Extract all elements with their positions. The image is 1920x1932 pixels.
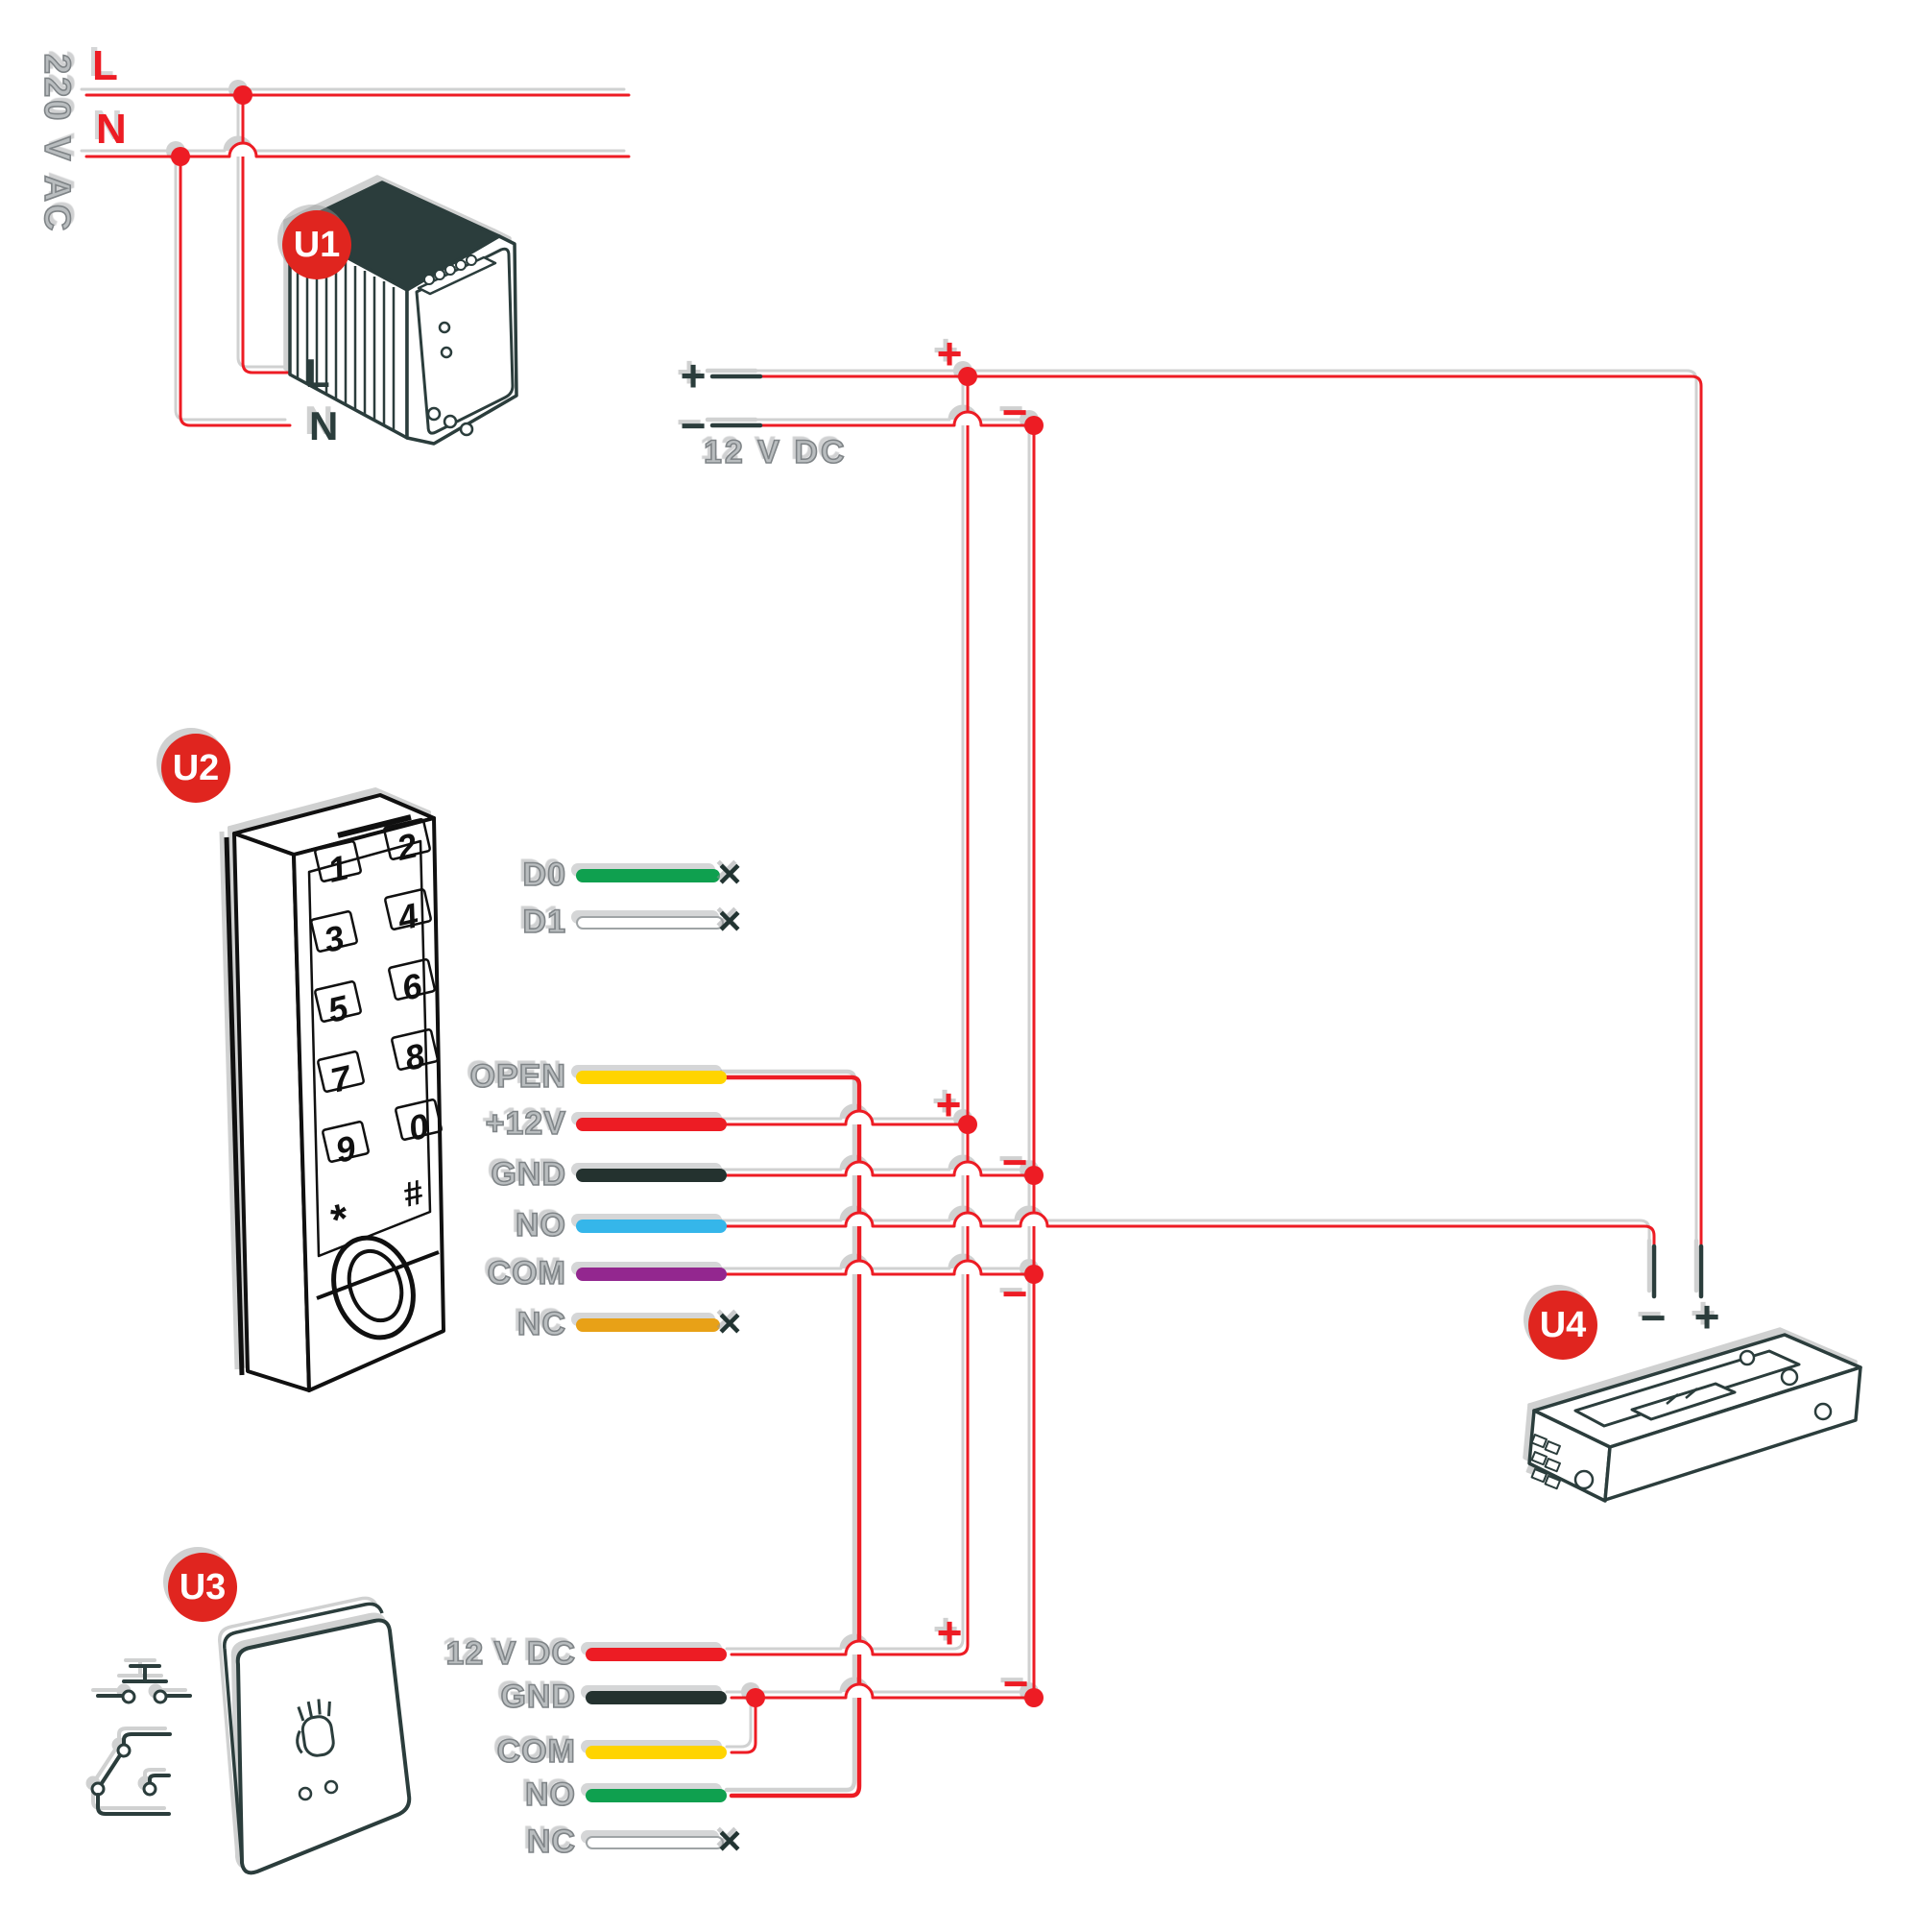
hand-icon — [296, 1699, 335, 1757]
plus-rail-top — [758, 374, 1703, 1248]
psu-terminal-screws — [423, 254, 477, 285]
not-connected-icon: × — [717, 851, 742, 897]
wire-hops — [228, 141, 1049, 1699]
psu-led-2 — [440, 346, 453, 359]
mains-voltage-label: 220 V AC — [36, 53, 78, 234]
psu-led-1 — [438, 321, 451, 334]
wire-label: NC — [516, 1305, 566, 1343]
not-connected-icon: × — [717, 898, 742, 944]
component-badge-u4: U4 — [1528, 1291, 1597, 1360]
wire-pigtail — [576, 1318, 720, 1332]
wire-pigtail — [576, 1118, 727, 1131]
keypad-slot — [337, 814, 412, 838]
wire-label: NO — [524, 1775, 576, 1814]
wire-label: NO — [515, 1206, 566, 1244]
not-connected-icon: × — [717, 1300, 742, 1346]
wire-label: GND — [500, 1678, 576, 1716]
component-badge-u2: U2 — [161, 734, 230, 803]
wire-pigtail — [586, 1836, 724, 1849]
wire-label: 12 V DC — [445, 1634, 576, 1673]
keypad-no-line — [725, 1224, 1656, 1248]
wire-label: NC — [526, 1823, 576, 1861]
changeover-switch-symbol — [90, 1732, 172, 1816]
polarity-mark: − — [1002, 1658, 1029, 1708]
dark-wire-stubs — [709, 374, 1704, 1299]
exit-com-riser — [730, 1696, 757, 1754]
polarity-mark: − — [1001, 1268, 1028, 1318]
polarity-mark: + — [1693, 1292, 1720, 1341]
wire-label: +12V — [485, 1104, 566, 1143]
minus-rail-top — [758, 423, 1036, 1699]
exit-button-illustration — [223, 1602, 412, 1875]
psu-terminal-n-label: N — [309, 403, 338, 448]
psu-terminal-l-label: L — [305, 350, 330, 396]
psu-output-screws — [426, 406, 474, 437]
wire-label: GND — [491, 1155, 566, 1194]
wire-pigtail — [576, 1268, 727, 1281]
plus-rail-vert — [730, 374, 970, 1656]
mains-n-label: N — [96, 106, 127, 153]
polarity-mark: − — [1640, 1292, 1667, 1342]
component-badge-u3: U3 — [168, 1553, 237, 1622]
pushbutton-symbol — [96, 1664, 192, 1704]
polarity-mark: + — [680, 350, 707, 400]
component-badge-u1: U1 — [282, 210, 351, 279]
mains-l-label: L — [92, 42, 118, 89]
lock-illustration — [1527, 1333, 1862, 1503]
wire-label: D1 — [522, 903, 566, 941]
wire-pigtail — [576, 916, 724, 930]
wire-pigtail — [586, 1648, 727, 1661]
wire-pigtail — [576, 1071, 727, 1084]
l-drop — [241, 93, 292, 374]
wire-label: D0 — [522, 856, 566, 894]
open-loop — [724, 1075, 862, 1799]
wire-label: OPEN — [469, 1057, 566, 1096]
wire-pigtail — [576, 869, 720, 882]
wire-label: COM — [487, 1254, 566, 1292]
keypad-reader-ring — [331, 1235, 416, 1340]
psu-output-label: 12 V DC — [703, 433, 848, 471]
wire-pigtail — [576, 1220, 727, 1233]
exit-button-dot-2 — [324, 1779, 339, 1795]
polarity-mark: − — [1001, 1137, 1028, 1187]
lock-endcap-grid — [1530, 1434, 1561, 1490]
wire-label: COM — [496, 1732, 576, 1771]
wire-pigtail — [586, 1691, 727, 1704]
psu-illustration: L N — [288, 181, 518, 448]
exit-button-dot-1 — [298, 1786, 313, 1801]
n-drop — [179, 155, 292, 427]
wire-pigtail — [586, 1789, 727, 1802]
polarity-mark: − — [1001, 387, 1028, 437]
polarity-mark: + — [935, 1079, 962, 1129]
junction-dots — [171, 85, 1044, 1707]
polarity-mark: + — [936, 328, 963, 378]
polarity-mark: − — [680, 400, 707, 450]
wire-pigtail — [586, 1746, 727, 1759]
wire-pigtail — [576, 1169, 727, 1182]
not-connected-icon: × — [717, 1818, 742, 1864]
polarity-mark: + — [936, 1607, 963, 1657]
keypad-illustration: 1 2 3 4 5 6 7 8 9 0 * # — [224, 793, 445, 1392]
